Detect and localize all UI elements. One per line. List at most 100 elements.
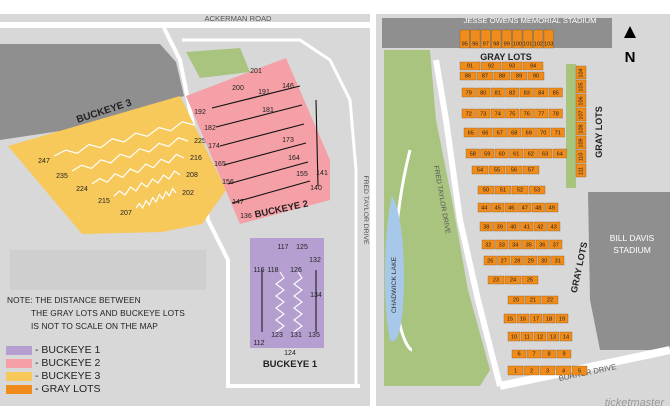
lot-number: 38 [483, 225, 489, 231]
gray-lot-cell [497, 255, 511, 266]
gray-lot-cell [520, 331, 534, 342]
gray-lot-cell [494, 148, 509, 159]
row-number: 132 [309, 257, 321, 264]
lot-number: 48 [535, 206, 541, 212]
lot-number: 9 [562, 352, 565, 358]
gray-lot-cell [505, 87, 520, 98]
gray-lot-cell [529, 313, 543, 324]
lot-number: 14 [563, 335, 569, 341]
legend-item: - GRAY LOTS [6, 383, 101, 396]
bill-davis-stadium [588, 192, 670, 350]
gray-lot-cell [541, 349, 557, 359]
gray-lot-cell [522, 61, 544, 71]
lot-number: 17 [533, 317, 539, 323]
gray-lot-cell [522, 165, 540, 175]
row-number: 112 [253, 340, 264, 347]
gray-lot-cell [556, 349, 572, 359]
lot-number: 4 [562, 369, 565, 375]
lot-number: 94 [530, 64, 536, 70]
lot-number: 23 [493, 278, 499, 284]
lot-number: 83 [524, 91, 530, 97]
lot-number: 74 [495, 112, 501, 118]
lot-number: 25 [527, 278, 533, 284]
gray-lot-cell [493, 221, 507, 232]
lot-number: 30 [541, 259, 547, 265]
gray-lots-right-upper-label: GRAY LOTS [594, 106, 604, 158]
gray-lot-cell [559, 331, 573, 342]
row-number: 147 [232, 199, 244, 206]
row-number: 182 [204, 125, 216, 132]
buckeye3-row-line [53, 121, 195, 157]
lot-number: 43 [551, 225, 557, 231]
row-number: 200 [232, 85, 244, 92]
lot-number: 96 [472, 42, 478, 48]
gray-lot-cell [480, 61, 502, 71]
gray-lot-cell [503, 313, 517, 324]
lot-number: 66 [482, 131, 488, 137]
lot-number: 49 [549, 206, 555, 212]
lot-number: 71 [555, 131, 561, 137]
lot-number: 80 [480, 91, 486, 97]
row-number: 202 [182, 190, 194, 197]
lot-number: 65 [468, 131, 474, 137]
legend-swatch-gray [6, 384, 32, 394]
buckeye3-row-line [135, 187, 177, 210]
lot-number: 50 [483, 188, 489, 194]
gray-lot-cell [548, 108, 563, 119]
lot-number: 44 [481, 206, 487, 212]
gray-lot-cell [510, 71, 528, 81]
row-number: 215 [98, 198, 110, 205]
gray-lot-cell [527, 71, 545, 81]
lot-number: 85 [553, 91, 559, 97]
legend-item: - BUCKEYE 2 [6, 357, 101, 370]
row-number: 225 [194, 138, 206, 145]
gray-lot-cell [536, 127, 551, 138]
legend-swatch-buckeye1 [6, 345, 32, 355]
gray-lot-cell [522, 239, 536, 250]
row-number: 164 [288, 155, 300, 162]
gray-lot-cell [575, 149, 587, 164]
row-number: 191 [258, 89, 270, 96]
lot-number: 33 [499, 243, 505, 249]
row-number: 125 [296, 244, 308, 251]
gray-lot-cell [552, 148, 567, 159]
row-number: 117 [277, 244, 288, 251]
gray-lot-cell [524, 255, 538, 266]
gray-lot-cell [575, 65, 587, 80]
lot-number: 28 [514, 259, 520, 265]
gray-lot-cell [531, 202, 545, 213]
lot-number: 37 [553, 243, 559, 249]
lot-number: 8 [547, 352, 550, 358]
gray-lot-cell [483, 255, 497, 266]
lot-number: 61 [513, 152, 519, 158]
gray-lot-cell [545, 202, 559, 213]
lot-number: 26 [487, 259, 493, 265]
buckeye2-row-line [223, 142, 307, 166]
gray-lot-cell [461, 108, 476, 119]
row-number: 173 [282, 137, 294, 144]
lot-number: 73 [480, 112, 486, 118]
lot-number: 13 [550, 335, 556, 341]
row-number: 208 [186, 172, 198, 179]
gray-lot-cell [491, 202, 505, 213]
buckeye3-row-line [71, 137, 189, 172]
gray-lot-cell [491, 29, 502, 49]
row-number: 123 [271, 332, 283, 339]
buckeye2-row-line [231, 180, 311, 204]
buckeye3-rows: 236247225235216224208215202207 [38, 121, 212, 217]
lot-number: 82 [509, 91, 515, 97]
lot-number: 84 [538, 91, 544, 97]
gray-lot-cell [506, 221, 520, 232]
gray-lot-cell [465, 148, 480, 159]
gray-lot-cell [523, 148, 538, 159]
lot-number: 21 [530, 298, 536, 304]
lot-number: 63 [542, 152, 548, 158]
row-number: 124 [284, 350, 296, 357]
lot-number: 98 [493, 42, 499, 48]
gray-lot-cell [571, 365, 588, 376]
gray-lot-cell [534, 87, 549, 98]
gray-lot-cell [511, 349, 527, 359]
gray-lot-cell [542, 313, 556, 324]
gray-lot-cell [507, 127, 522, 138]
lot-number: 3 [546, 369, 549, 375]
